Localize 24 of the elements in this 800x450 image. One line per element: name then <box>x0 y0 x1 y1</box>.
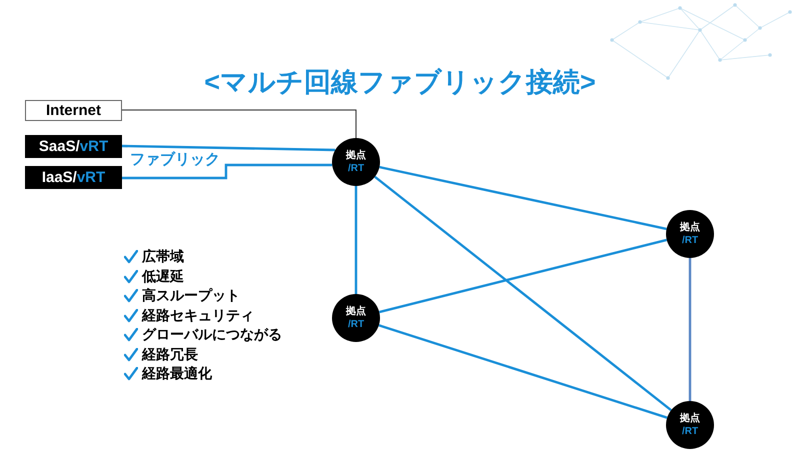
feature-text: 経路冗長 <box>142 344 198 362</box>
connection-line <box>122 164 332 180</box>
router-node: 拠点 /RT <box>666 401 714 449</box>
feature-text: グローバルにつながる <box>142 325 282 343</box>
router-node: 拠点 /RT <box>332 294 380 342</box>
connection-line <box>122 110 356 138</box>
service-box: IaaS/vRT <box>25 166 122 189</box>
router-node: 拠点 /RT <box>332 138 380 186</box>
connection-line <box>379 166 667 230</box>
feature-text: 経路セキュリティ <box>142 306 254 324</box>
feature-text: 低遅延 <box>142 266 184 284</box>
connection-line <box>374 176 672 412</box>
feature-text: 高スループット <box>142 286 240 304</box>
connection-line <box>354 186 358 294</box>
connection-line <box>378 324 668 419</box>
feature-text: 広帯域 <box>142 247 184 265</box>
connection-line <box>379 238 667 314</box>
connection-line <box>122 144 336 152</box>
feature-text: 経路最適化 <box>142 364 212 382</box>
connection-line <box>688 258 692 401</box>
router-node: 拠点 /RT <box>666 210 714 258</box>
title: <マルチ回線ファブリック接続> <box>203 66 597 99</box>
service-box: Internet <box>25 100 122 121</box>
service-box: SaaS/vRT <box>25 135 122 158</box>
